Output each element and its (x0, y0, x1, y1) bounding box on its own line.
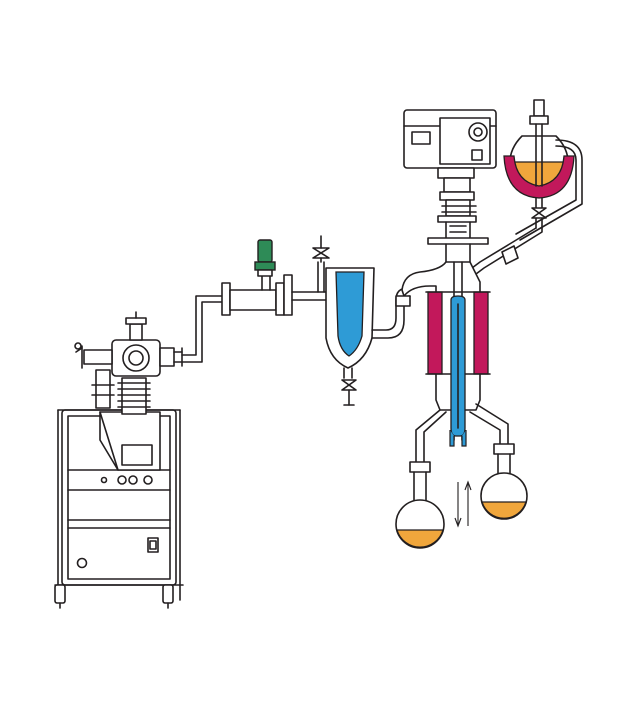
flow-direction-arrows (454, 480, 472, 528)
cold-trap (325, 267, 411, 379)
heating-jacket (425, 291, 491, 375)
green-valve (254, 239, 276, 277)
feed-funnel (471, 99, 583, 275)
vacuum-line (181, 235, 331, 363)
outlet-arms (415, 403, 509, 463)
drain-valve (341, 379, 357, 406)
diffusion-pump (74, 311, 183, 415)
distillate-flask (395, 461, 445, 549)
internal-condenser (449, 295, 467, 447)
vacuum-pump-cart (54, 409, 184, 609)
residue-flask (480, 443, 528, 520)
motor-drive-unit (403, 109, 497, 245)
